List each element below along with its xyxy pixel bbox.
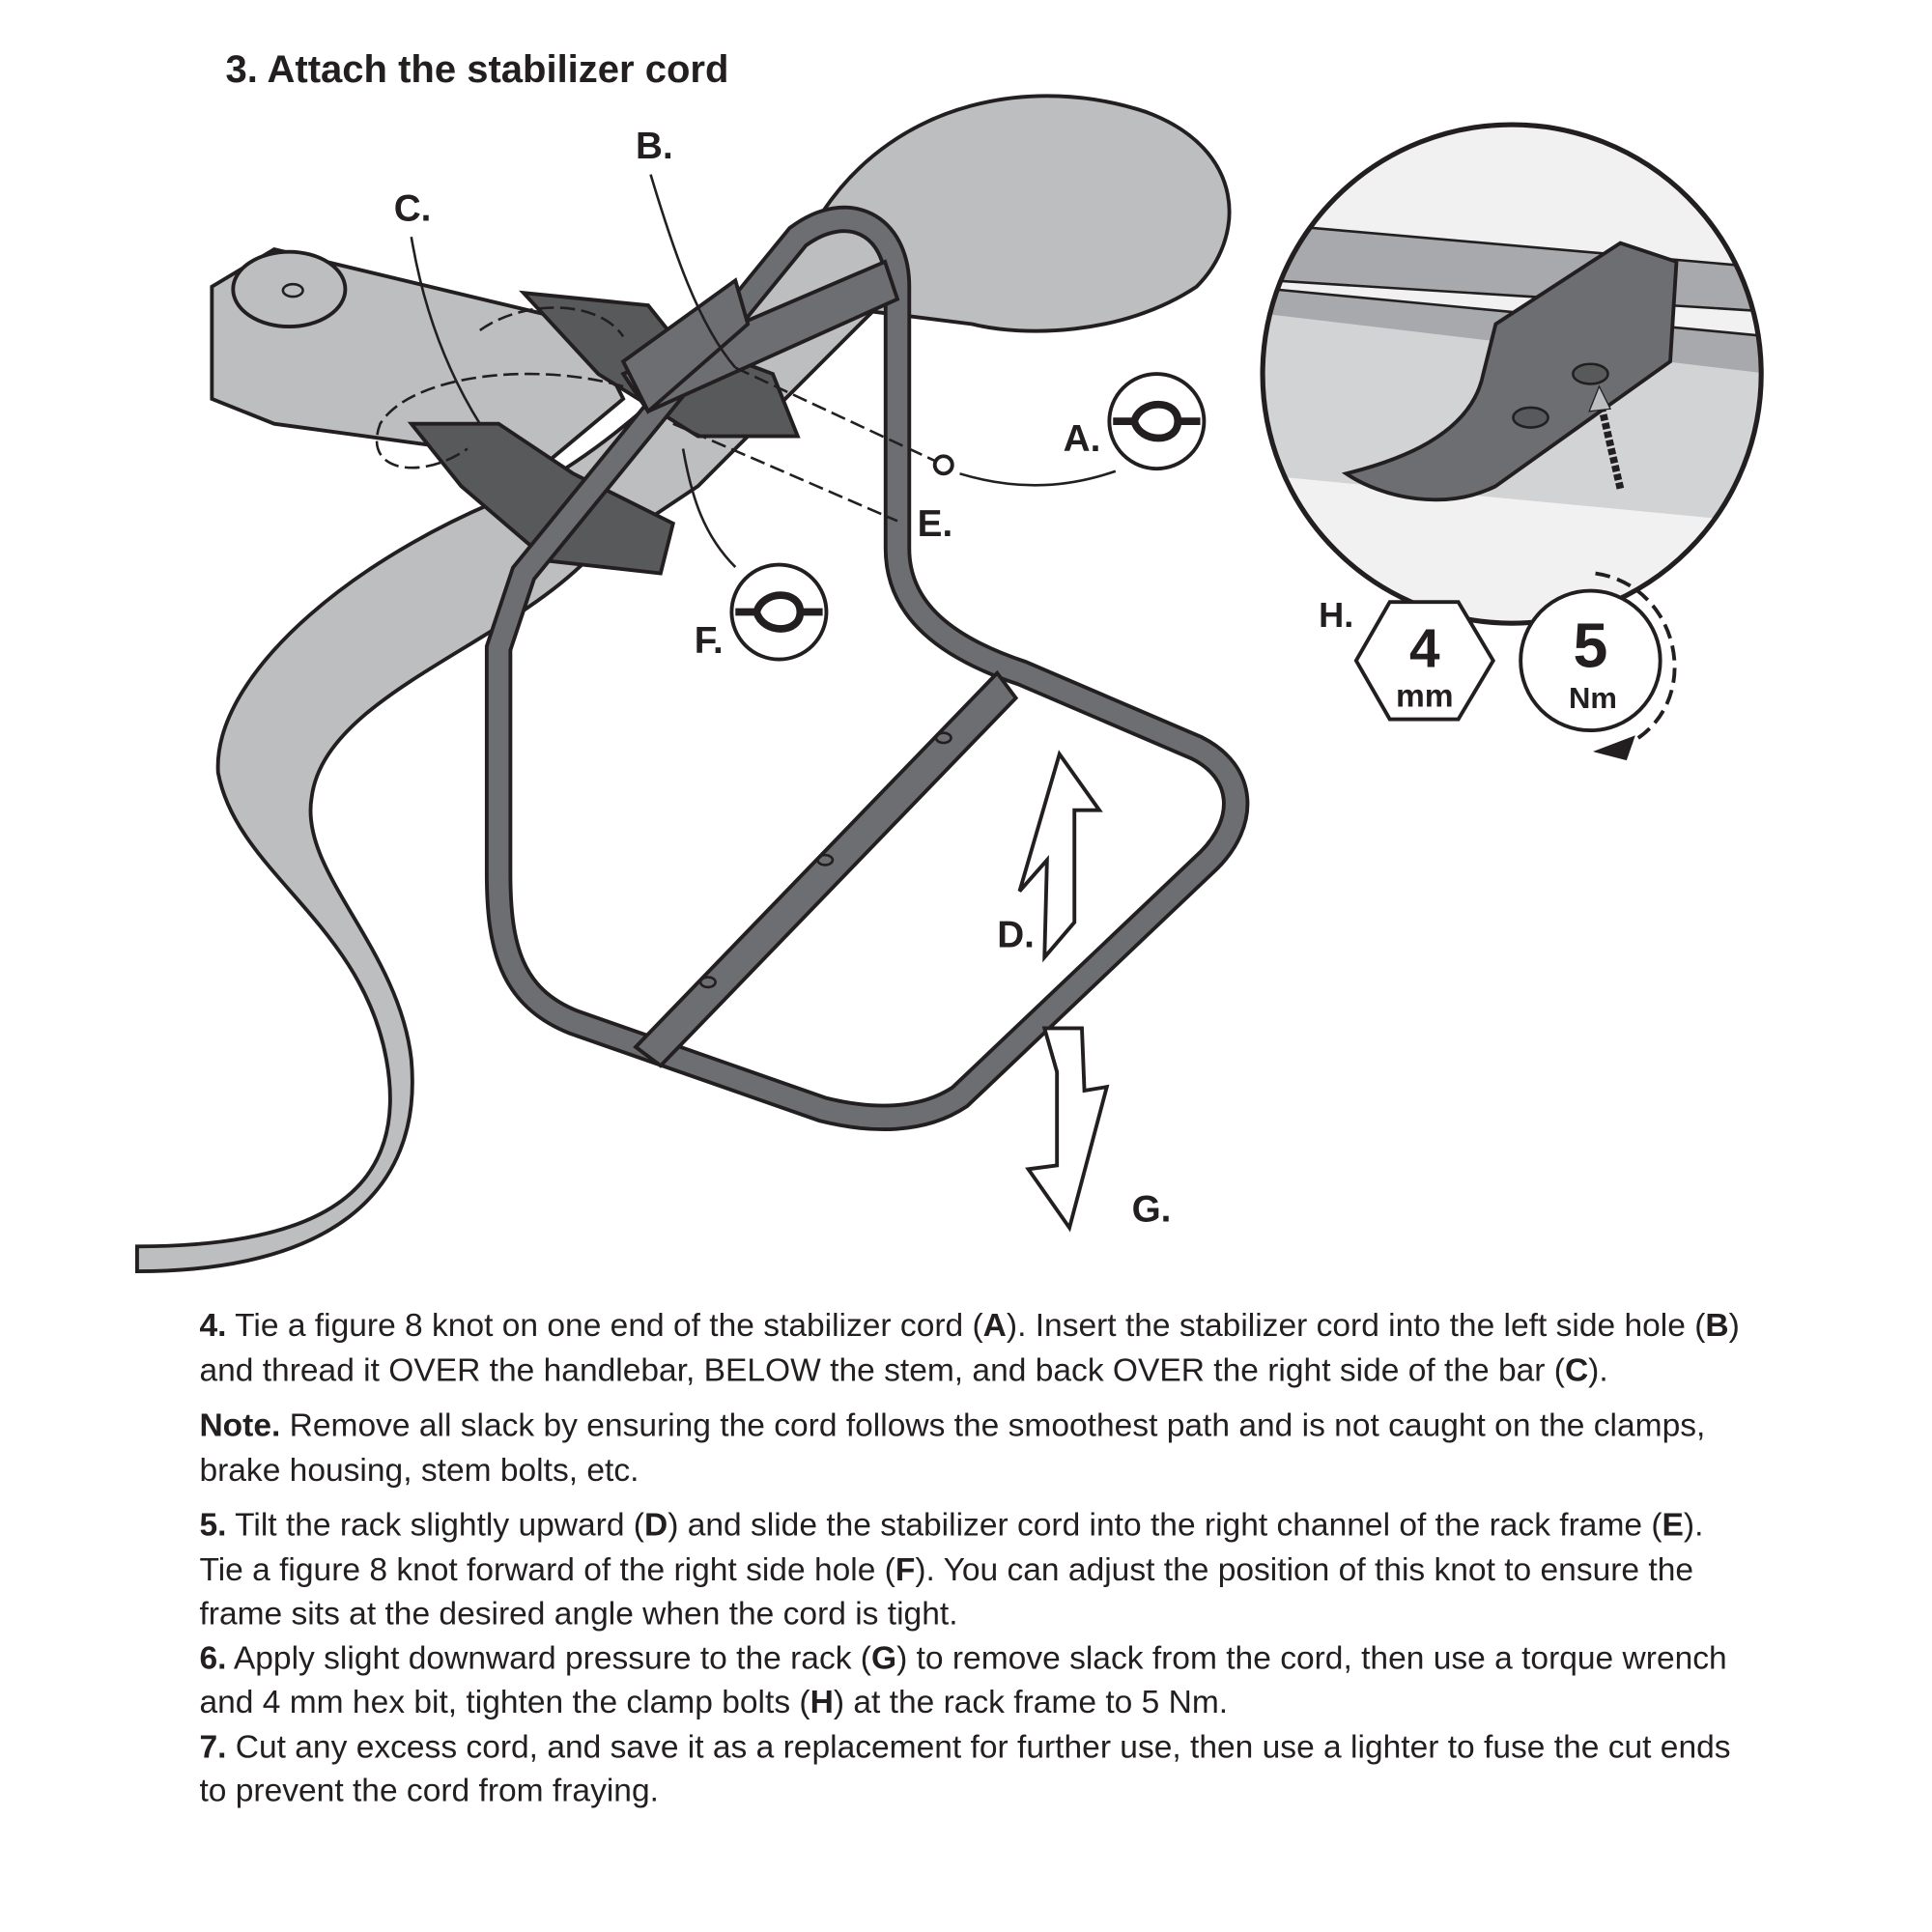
step-text: ). Insert the stabilizer cord into the l… [1006, 1306, 1706, 1344]
step-text: ). [1588, 1350, 1608, 1388]
note-label: Note. [199, 1406, 281, 1444]
section-title: 3. Attach the stabilizer cord [225, 47, 729, 92]
rack-install-illustration: B. C. A. E. F. D. G. H. 4 [134, 94, 1764, 1274]
label-g: G. [1132, 1188, 1172, 1230]
step-text: Tie a figure 8 knot on one end of the st… [226, 1306, 983, 1344]
cord-end-knot [932, 454, 954, 476]
ref: C [1564, 1350, 1589, 1388]
clamp-detail-inset [1260, 122, 1764, 626]
step-number: 4. [199, 1306, 227, 1344]
rotate-clockwise-icon [1593, 735, 1635, 761]
handlebar [134, 94, 1232, 1274]
label-h: H. [1319, 595, 1353, 635]
label-f: F. [695, 620, 724, 662]
label-e: E. [918, 503, 953, 545]
clamp-left [407, 421, 676, 576]
ref: D [643, 1505, 668, 1544]
ref: A [982, 1306, 1007, 1344]
step-text: ) to remove slack from the cord, then us… [199, 1638, 1727, 1720]
step-text: ) at the rack frame to 5 Nm. [833, 1682, 1229, 1720]
label-a: A. [1064, 418, 1101, 460]
step-text: ) and slide the stabilizer cord into the… [668, 1505, 1662, 1544]
rack-crossbar [633, 669, 1019, 1068]
step-text: Cut any excess cord, and save it as a re… [199, 1726, 1731, 1809]
ref: H [810, 1682, 834, 1720]
ref: E [1662, 1505, 1684, 1544]
step-number: 7. [199, 1726, 227, 1765]
hex-size-unit: mm [1396, 679, 1454, 715]
torque-badge: 5 Nm [1519, 571, 1677, 761]
note-text: Remove all slack by ensuring the cord fo… [199, 1406, 1706, 1488]
figure-eight-knot-icon-f [729, 562, 829, 662]
label-d: D. [997, 915, 1035, 956]
stem-cap [231, 249, 348, 328]
cord-path [375, 306, 942, 523]
step-5: 5. Tilt the rack slightly upward (D) and… [199, 1503, 1745, 1635]
step-text: ) and thread it OVER the handlebar, BELO… [199, 1306, 1740, 1388]
torque-unit: Nm [1569, 681, 1617, 715]
label-b: B. [636, 126, 673, 167]
note: Note. Remove all slack by ensuring the c… [199, 1404, 1745, 1492]
step-text: Tilt the rack slightly upward ( [226, 1505, 644, 1544]
ref: G [870, 1638, 897, 1676]
step-text: Apply slight downward pressure to the ra… [226, 1638, 871, 1676]
step-6: 6. Apply slight downward pressure to the… [199, 1636, 1745, 1725]
step-number: 5. [199, 1505, 227, 1544]
down-arrow-g [1025, 1026, 1110, 1233]
ref: B [1705, 1306, 1729, 1344]
step-text: ). You can adjust the position of this k… [199, 1549, 1694, 1633]
step-number: 6. [199, 1638, 227, 1676]
step-4: 4. Tie a figure 8 knot on one end of the… [199, 1304, 1745, 1393]
torque-value: 5 [1573, 611, 1607, 680]
instructions: 4. Tie a figure 8 knot on one end of the… [199, 1304, 1745, 1813]
step-7: 7. Cut any excess cord, and save it as a… [199, 1724, 1745, 1813]
up-arrow-d [1017, 750, 1103, 963]
label-c: C. [394, 187, 432, 229]
ref: F [895, 1549, 916, 1588]
step-text: ). Tie a figure 8 knot forward of the ri… [199, 1505, 1704, 1588]
hex-bit-badge: 4 mm [1353, 600, 1496, 722]
hex-size-value: 4 [1409, 618, 1440, 679]
figure-eight-knot-icon-a [1107, 372, 1207, 471]
